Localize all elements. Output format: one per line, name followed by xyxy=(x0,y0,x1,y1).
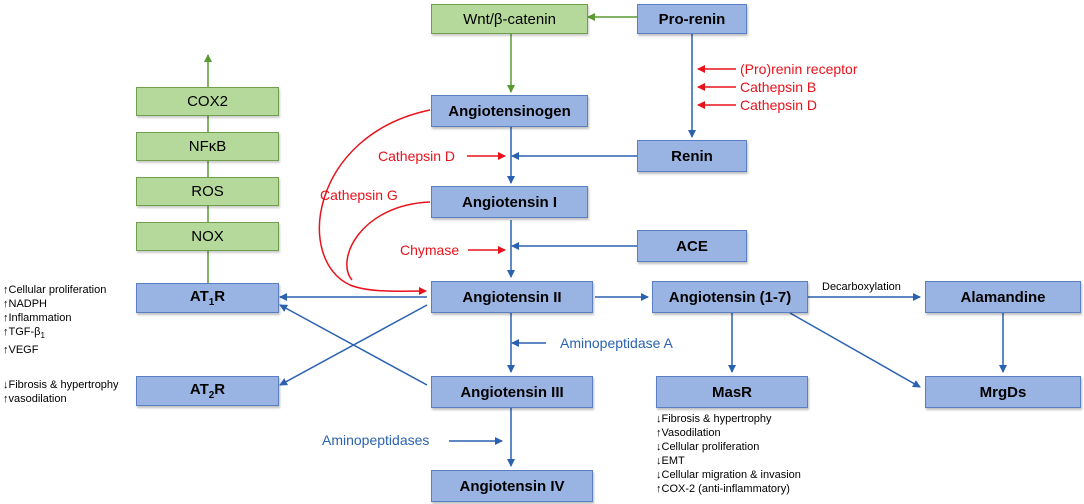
box-pro-renin: Pro-renin xyxy=(637,4,747,34)
box-angiotensin-3: Angiotensin III xyxy=(431,376,593,408)
box-angiotensin-2-label: Angiotensin II xyxy=(462,288,562,306)
box-at2r-label: AT2R xyxy=(189,381,226,401)
box-mrgds-label: MrgDs xyxy=(979,383,1027,401)
box-wnt-catenin: Wnt/β-catenin xyxy=(431,4,588,34)
label-prorenin-receptor: (Pro)renin receptor xyxy=(740,61,858,77)
box-pro-renin-label: Pro-renin xyxy=(658,10,726,28)
box-wnt-label: Wnt/β-catenin xyxy=(463,10,556,28)
box-ace-label: ACE xyxy=(676,237,708,255)
masr-effect-item: ↓Cellular proliferation xyxy=(656,441,760,453)
box-angiotensinogen-label: Angiotensinogen xyxy=(448,102,571,120)
box-angiotensin-1-7: Angiotensin (1-7) xyxy=(652,281,808,313)
box-masr: MasR xyxy=(656,376,808,408)
box-ros: ROS xyxy=(136,177,279,206)
label-chymase: Chymase xyxy=(400,242,460,258)
masr-effect-item: ↓EMT xyxy=(656,455,685,467)
at1r-effects: ↑Cellular proliferation ↑NADPH ↑Inflamma… xyxy=(3,283,106,357)
at1r-effect-item: ↑VEGF xyxy=(3,344,39,357)
masr-effect-item: ↑COX-2 (anti-inflammatory) xyxy=(656,483,790,495)
label-cathepsin-g: Cathepsin G xyxy=(320,187,398,203)
at1r-effect-item: ↑NADPH xyxy=(3,298,48,310)
at2r-effect-item: ↑vasodilation xyxy=(3,393,67,405)
box-at1r: AT1R xyxy=(136,283,279,313)
box-at1r-label: AT1R xyxy=(189,288,226,308)
label-decarboxylation: Decarboxylation xyxy=(822,281,901,293)
at2r-effect-item: ↓Fibrosis & hypertrophy xyxy=(3,379,119,391)
box-masr-label: MasR xyxy=(711,383,752,401)
arrow-ang3-to-at1r xyxy=(279,304,428,386)
box-angiotensin-3-label: Angiotensin III xyxy=(460,383,564,401)
at1r-effect-item: ↑Cellular proliferation xyxy=(3,284,107,296)
box-renin-label: Renin xyxy=(671,147,713,165)
box-angiotensin-1: Angiotensin I xyxy=(431,186,588,218)
label-cathepsin-d-left: Cathepsin D xyxy=(378,148,456,164)
box-mrgds: MrgDs xyxy=(925,376,1081,408)
label-aminopeptidases: Aminopeptidases xyxy=(322,432,430,448)
box-angiotensinogen: Angiotensinogen xyxy=(431,95,588,127)
box-cox2: COX2 xyxy=(136,87,279,116)
box-angiotensin-2: Angiotensin II xyxy=(431,281,593,313)
box-cox2-label: COX2 xyxy=(187,93,228,110)
box-nfkb-label: NFκB xyxy=(188,138,227,155)
at1r-effect-item: ↑Inflammation xyxy=(3,312,72,324)
box-angiotensin-4: Angiotensin IV xyxy=(431,470,593,502)
label-cathepsin-d-right: Cathepsin D xyxy=(740,97,818,113)
box-nfkb: NFκB xyxy=(136,132,279,161)
label-cathepsin-b: Cathepsin B xyxy=(740,79,817,95)
box-nox: NOX xyxy=(136,222,279,251)
box-angiotensin-4-label: Angiotensin IV xyxy=(459,477,565,495)
at2r-effects: ↓Fibrosis & hypertrophy ↑vasodilation xyxy=(3,378,119,406)
box-alamandine: Alamandine xyxy=(925,281,1081,313)
box-angiotensin-1-7-label: Angiotensin (1-7) xyxy=(668,288,792,306)
box-alamandine-label: Alamandine xyxy=(960,288,1046,306)
masr-effect-item: ↓Cellular migration & invasion xyxy=(656,469,801,481)
box-ace: ACE xyxy=(637,230,747,262)
label-aminopeptidase-a: Aminopeptidase A xyxy=(560,335,673,351)
at1r-effect-item-tgf: ↑TGF-β1 xyxy=(3,326,45,341)
box-nox-label: NOX xyxy=(191,228,224,245)
box-angiotensin-1-label: Angiotensin I xyxy=(462,193,557,211)
arrow-ang1-to-ang2-curve xyxy=(346,201,431,281)
box-renin: Renin xyxy=(637,140,747,172)
arrow-ang17-to-mrgds xyxy=(789,312,921,388)
masr-effects: ↓Fibrosis & hypertrophy ↑Vasodilation ↓C… xyxy=(656,412,801,496)
box-ros-label: ROS xyxy=(191,183,224,200)
masr-effect-item: ↑Vasodilation xyxy=(656,427,721,439)
box-at2r: AT2R xyxy=(136,376,279,406)
masr-effect-item: ↓Fibrosis & hypertrophy xyxy=(656,413,772,425)
arrow-cathepsin-g-curve xyxy=(318,109,431,296)
